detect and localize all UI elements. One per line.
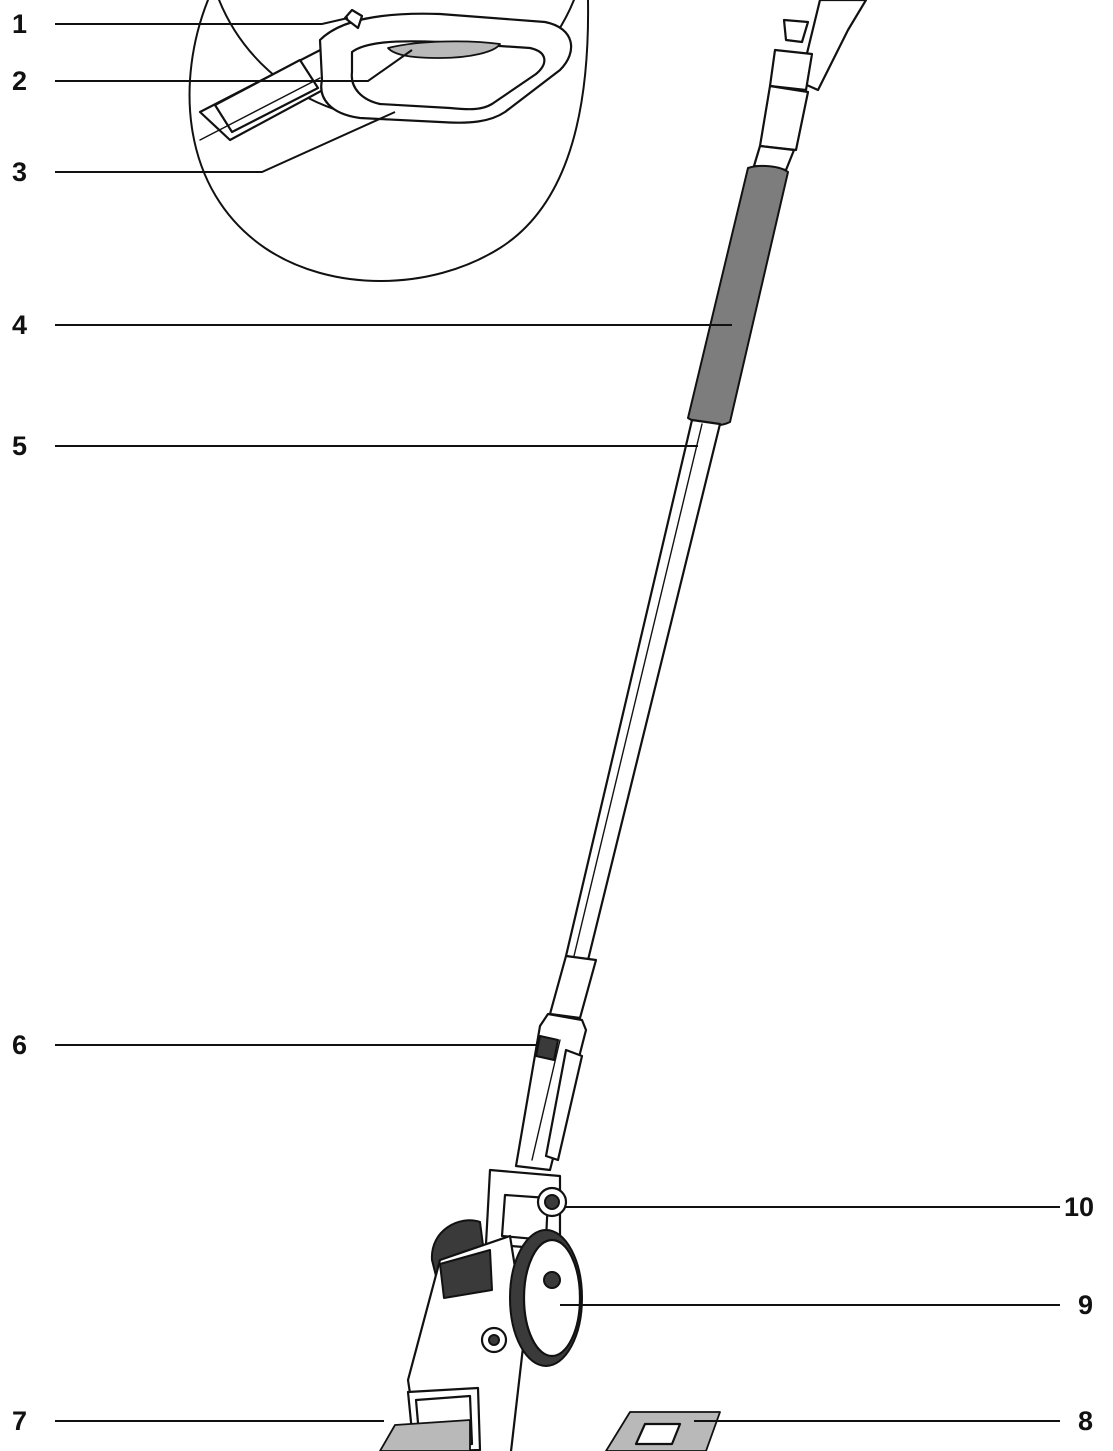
callout-10: 10 (1064, 1192, 1094, 1222)
callout-labels: 1 2 3 4 5 6 7 8 9 10 (12, 9, 1094, 1436)
callout-2: 2 (12, 66, 27, 96)
leader-line-3 (55, 111, 396, 173)
callout-5: 5 (12, 431, 27, 461)
callout-6: 6 (12, 1030, 27, 1060)
handle-detail-inset (188, 0, 590, 282)
callout-8: 8 (1078, 1406, 1093, 1436)
angle-adjust-joint (514, 1012, 588, 1172)
leader-lines (55, 17, 1060, 1422)
cutter-head (379, 1168, 583, 1451)
callout-3: 3 (12, 157, 27, 187)
callout-4: 4 (12, 310, 27, 340)
callout-7: 7 (12, 1406, 27, 1436)
callout-9: 9 (1078, 1290, 1093, 1320)
callout-1: 1 (12, 9, 27, 39)
blade-guard (605, 1411, 721, 1451)
upper-handle (752, 0, 868, 172)
telescopic-pole (548, 164, 789, 1020)
leader-line-2 (55, 49, 413, 82)
leader-line-1 (55, 17, 349, 25)
